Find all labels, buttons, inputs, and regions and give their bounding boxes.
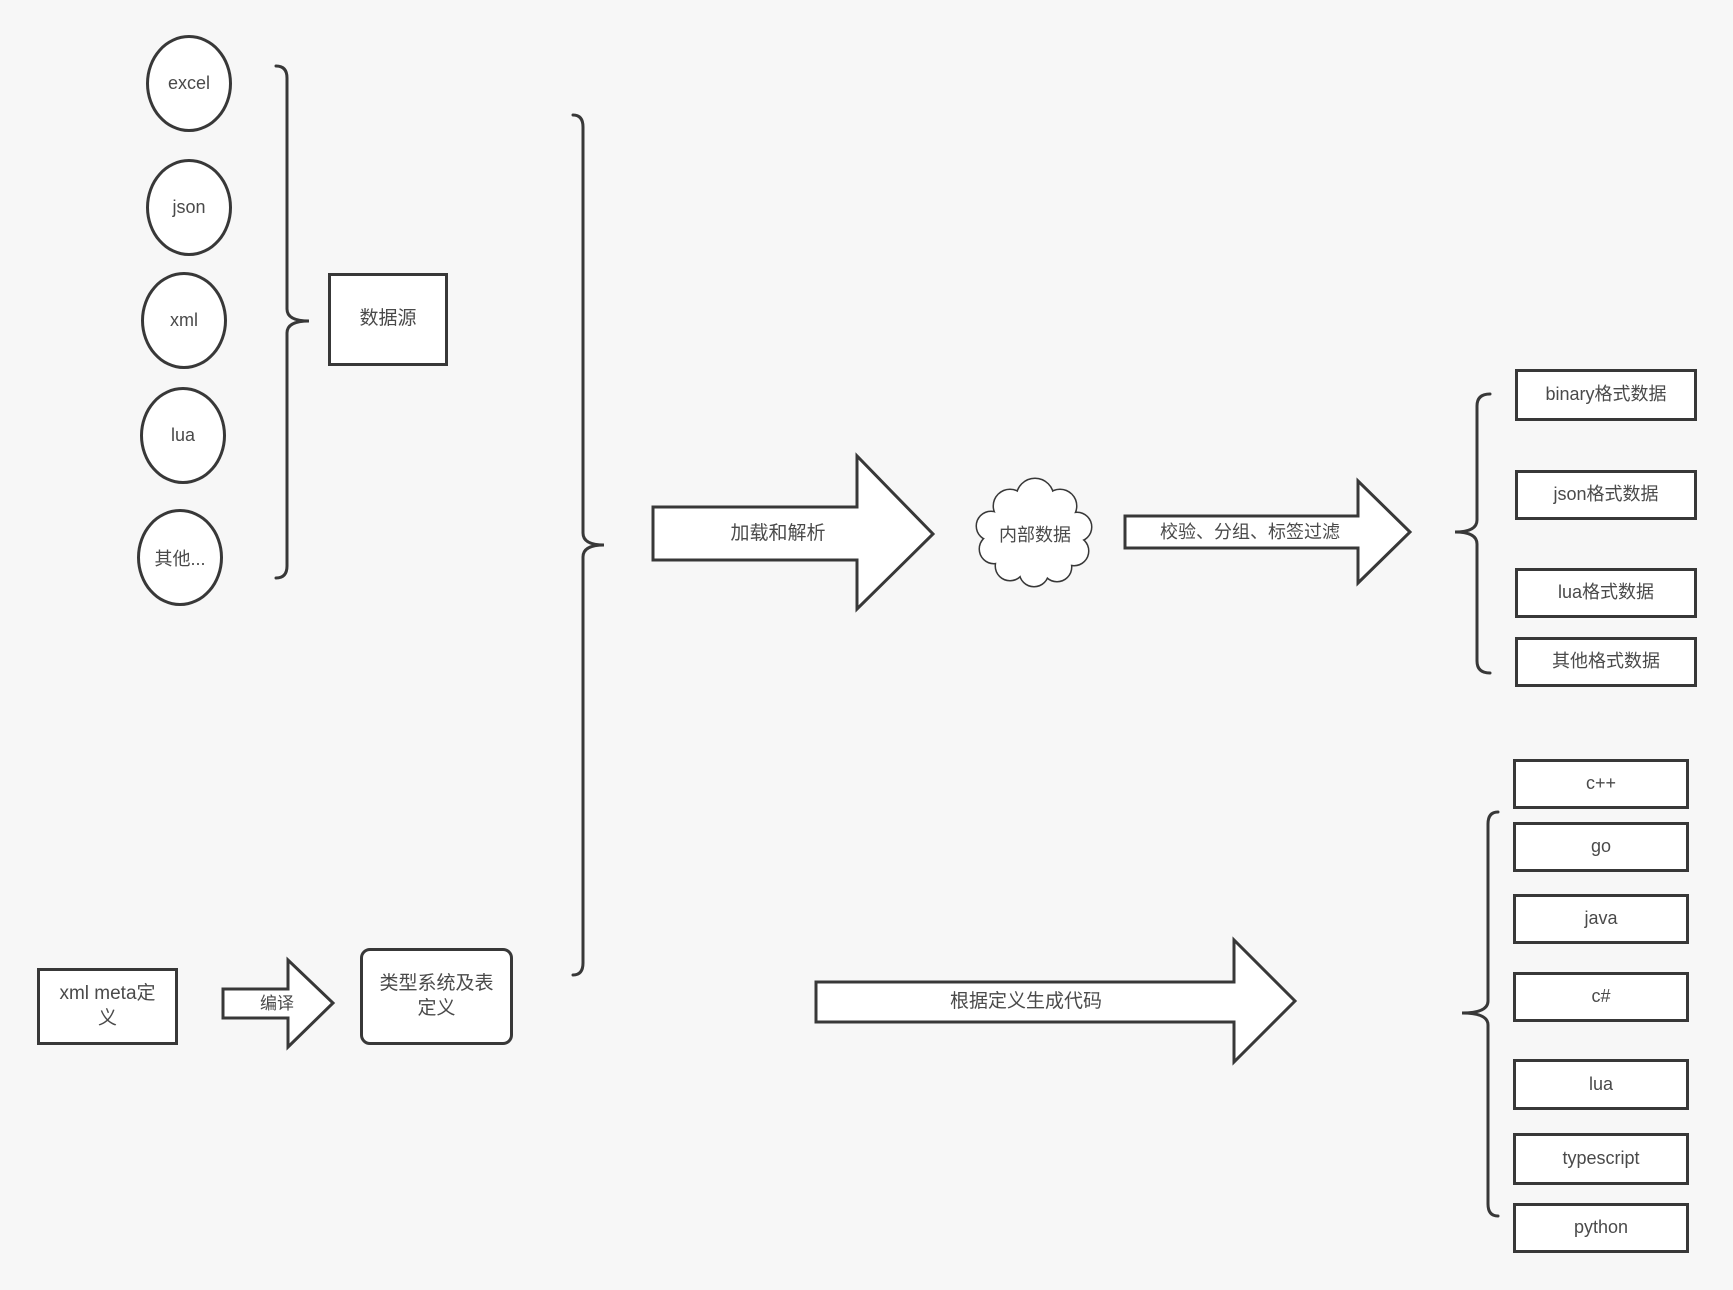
data-source-box: 数据源 <box>328 273 448 366</box>
format-output-box-json: json格式数据 <box>1515 470 1697 520</box>
format-output-box-lua: lua格式数据 <box>1515 568 1697 618</box>
compile-arrow-label: 编译 <box>260 993 294 1013</box>
language-box-cpp: c++ <box>1513 759 1689 809</box>
format-output-label: json格式数据 <box>1553 484 1659 505</box>
type-system-label: 类型系统及表定义 <box>379 972 494 1019</box>
language-label: c++ <box>1585 773 1617 794</box>
language-label: lua <box>1588 1073 1614 1094</box>
load-parse-arrow <box>651 452 936 613</box>
language-box-python: python <box>1513 1203 1689 1253</box>
source-node-label: json <box>172 197 206 217</box>
main-brace <box>571 113 605 977</box>
language-box-typescript: typescript <box>1513 1133 1689 1185</box>
sources-brace <box>274 64 310 580</box>
source-node-label: lua <box>170 425 196 445</box>
xml-meta-box: xml meta定义 <box>37 968 178 1045</box>
format-output-box-other: 其他格式数据 <box>1515 637 1697 687</box>
source-node-label: 其他... <box>154 548 206 569</box>
filter-arrow-label: 校验、分组、标签过滤 <box>1160 521 1340 542</box>
compile-arrow <box>221 956 336 1051</box>
language-label: c# <box>1591 986 1611 1007</box>
format-output-box-binary: binary格式数据 <box>1515 369 1697 421</box>
source-node-label: xml <box>170 310 198 330</box>
source-node-lua: lua <box>140 387 226 484</box>
codegen-arrow <box>814 936 1298 1066</box>
formats-brace <box>1454 392 1492 675</box>
source-node-label: excel <box>167 73 211 93</box>
language-box-csharp: c# <box>1513 972 1689 1022</box>
language-box-java: java <box>1513 894 1689 944</box>
language-label: typescript <box>1562 1148 1640 1169</box>
format-output-label: binary格式数据 <box>1545 384 1667 405</box>
language-label: java <box>1584 908 1618 929</box>
source-node-json: json <box>146 159 232 256</box>
data-source-label: 数据源 <box>359 308 417 330</box>
internal-data-cloud-label: 内部数据 <box>999 524 1071 545</box>
format-output-label: lua格式数据 <box>1557 582 1655 603</box>
format-output-label: 其他格式数据 <box>1552 651 1660 672</box>
language-box-lua: lua <box>1513 1059 1689 1110</box>
language-label: python <box>1573 1217 1629 1238</box>
language-label: go <box>1590 836 1612 857</box>
language-box-go: go <box>1513 822 1689 872</box>
source-node-xml: xml <box>141 272 227 369</box>
xml-meta-label: xml meta定义 <box>59 982 156 1029</box>
load-parse-arrow-label: 加载和解析 <box>730 522 826 544</box>
source-node-excel: excel <box>146 35 232 132</box>
filter-arrow <box>1123 477 1413 587</box>
codegen-arrow-label: 根据定义生成代码 <box>949 991 1102 1013</box>
type-system-box: 类型系统及表定义 <box>360 948 513 1045</box>
source-node-other: 其他... <box>137 509 223 606</box>
languages-brace <box>1461 810 1500 1218</box>
internal-data-cloud <box>975 477 1093 588</box>
